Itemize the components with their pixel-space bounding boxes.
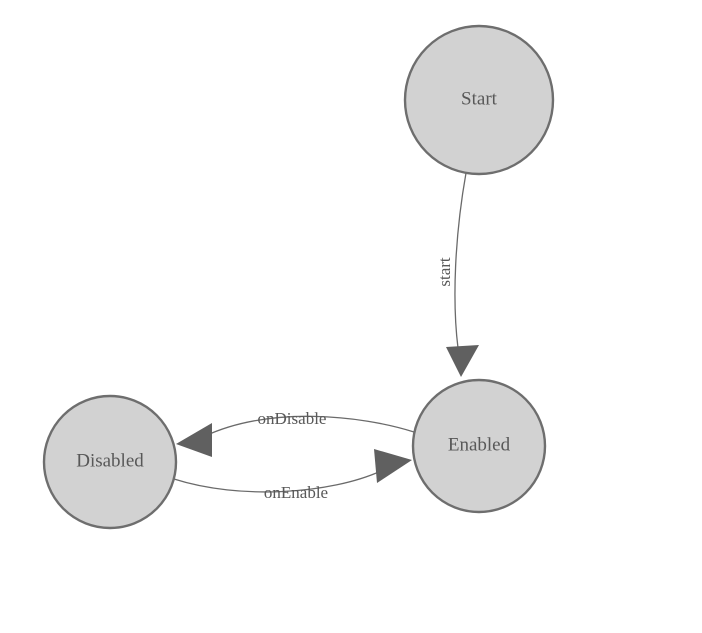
- arrowhead-into-enabled-top: [446, 345, 479, 377]
- edge-label-start: start: [435, 257, 454, 287]
- node-start[interactable]: Start: [403, 24, 555, 176]
- edge-label-ondisable: onDisable: [258, 409, 327, 428]
- node-start-label: Start: [461, 88, 498, 109]
- node-enabled-label: Enabled: [448, 434, 511, 455]
- edge-disabled-to-enabled-path: [173, 470, 382, 493]
- edge-enabled-to-disabled-path: [204, 415, 415, 437]
- node-enabled-circle[interactable]: [411, 378, 547, 514]
- edge-start-to-enabled-path: [454, 172, 467, 349]
- edge-disabled-to-enabled[interactable]: onEnable: [173, 449, 412, 502]
- node-enabled[interactable]: Enabled: [411, 378, 547, 514]
- node-disabled-circle[interactable]: [42, 394, 178, 530]
- node-disabled[interactable]: Disabled: [42, 394, 178, 530]
- arrowhead-into-enabled-left: [374, 449, 412, 483]
- edge-start-to-enabled[interactable]: start: [435, 172, 479, 377]
- arrowhead-into-disabled: [176, 423, 212, 457]
- node-disabled-label: Disabled: [76, 450, 144, 471]
- edge-enabled-to-disabled[interactable]: onDisable: [176, 409, 415, 457]
- node-start-circle[interactable]: [403, 24, 555, 176]
- edge-label-onenable: onEnable: [264, 483, 328, 502]
